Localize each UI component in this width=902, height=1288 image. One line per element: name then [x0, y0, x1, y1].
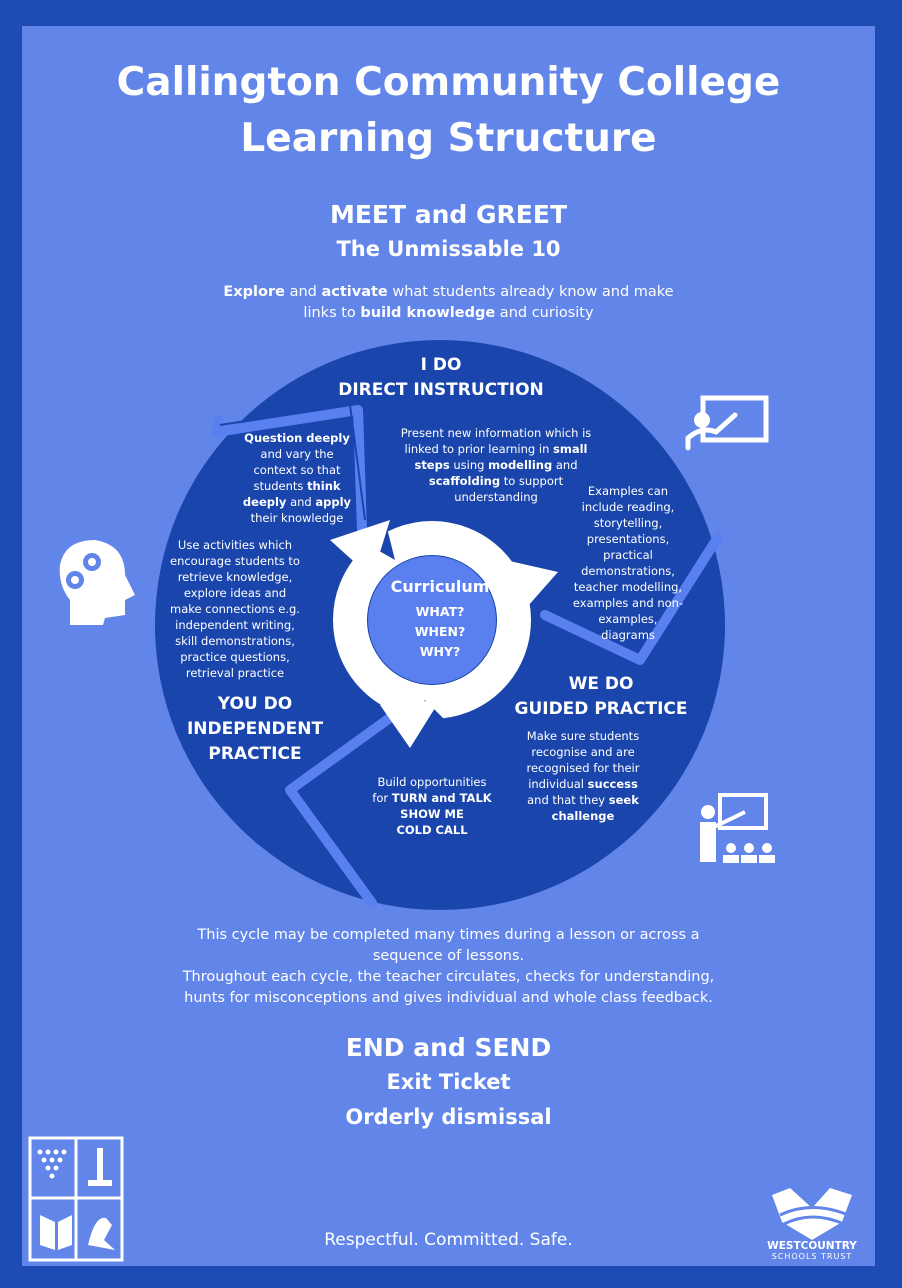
page-title: Callington Community College Learning St… [22, 56, 875, 166]
college-crest-icon [28, 1136, 124, 1262]
cycle-note: This cycle may be completed many times d… [182, 927, 715, 1006]
orderly-dismissal: Orderly dismissal [345, 1105, 552, 1129]
teacher-board-icon [685, 395, 769, 451]
meet-subheading: The Unmissable 10 [336, 237, 561, 261]
trust-name: WESTCOUNTRY SCHOOLS TRUST [767, 1240, 857, 1261]
ido-text: Present new information which is linked … [400, 426, 592, 504]
curriculum-title: Curriculum [390, 577, 490, 596]
cycle-arrowhead-3 [380, 700, 440, 748]
title-line-1: Callington Community College [116, 60, 781, 105]
explore-text: Explore and activate what students alrea… [223, 284, 674, 321]
motto: Respectful. Committed. Safe. [324, 1230, 573, 1250]
question-text: Question deeply and vary the context so … [242, 431, 352, 525]
divider-band-bottom [285, 707, 403, 908]
exit-ticket: Exit Ticket [386, 1070, 511, 1094]
curriculum-hub [368, 556, 496, 684]
westcountry-logo-icon [772, 1188, 852, 1240]
meet-heading: MEET and GREET [329, 200, 568, 229]
build-text: Build opportunities for TURN and TALK SH… [372, 775, 492, 837]
ido-label: I DO DIRECT INSTRUCTION [338, 355, 544, 400]
end-heading: END and SEND [345, 1033, 552, 1062]
head-gears-icon [59, 540, 135, 625]
divider-band-right [540, 532, 723, 665]
teacher-class-icon [700, 793, 775, 863]
cycle-arrowhead-2 [505, 560, 558, 615]
divider-band-left [211, 405, 367, 535]
curriculum-hub-text: Curriculum WHAT?WHEN?WHY? [372, 576, 508, 662]
cycle-arrowhead-1 [330, 520, 390, 578]
title-line-2: Learning Structure [240, 116, 657, 161]
